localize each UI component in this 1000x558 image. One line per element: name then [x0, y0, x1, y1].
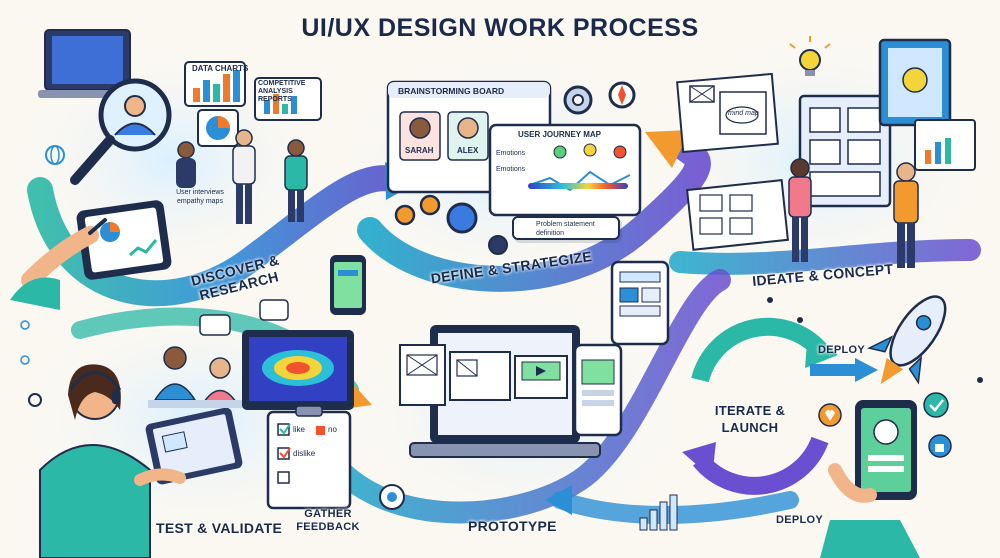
flow-path-5	[329, 269, 731, 524]
flow-arrowhead-6	[545, 485, 572, 515]
person-designer-2	[896, 162, 916, 182]
feedback-no: no	[328, 425, 337, 434]
stage-label-deploy-top: DEPLOY	[818, 344, 866, 356]
persona-sarah-name: SARAH	[405, 146, 434, 155]
persona-alex-avatar	[457, 117, 479, 139]
stage-label-deploy-bottom: DEPLOY	[776, 514, 824, 526]
person-researcher-3	[287, 139, 305, 157]
page-title: UI/UX DESIGN WORK PROCESS	[301, 14, 699, 42]
stage-label-feedback: GATHER FEEDBACK	[296, 508, 360, 533]
mind-map-label: mind map	[728, 110, 759, 117]
person-designer-1	[790, 158, 810, 178]
person-researcher-1	[177, 141, 195, 159]
cycle-arrowhead-2	[682, 442, 716, 478]
flow-arrowhead-2	[645, 130, 690, 168]
stage-label-prototype: PROTOTYPE	[468, 518, 557, 534]
flow-path-3	[669, 239, 981, 275]
problem-statement-card: Problem statement definition	[512, 216, 620, 240]
flow-path-1	[27, 165, 413, 307]
journey-emotions-label-2: Emotions	[496, 166, 526, 173]
cycle-arc-1	[691, 317, 827, 383]
brainstorming-board-title: BRAINSTORMING BOARD	[398, 86, 505, 96]
persona-alex-name: ALEX	[457, 146, 479, 155]
journey-map-frame	[488, 123, 642, 217]
persona-sarah-avatar	[409, 117, 431, 139]
person-participant-2	[209, 357, 231, 379]
journey-emotions-label-1: Emotions	[496, 150, 526, 157]
person-participant-1	[163, 346, 187, 370]
data-charts-label: DATA CHARTS	[192, 64, 249, 73]
journey-map-title: USER JOURNEY MAP	[518, 130, 601, 139]
laptop-display	[52, 36, 123, 84]
stage-label-test: TEST & VALIDATE	[156, 520, 283, 536]
feedback-dislike: dislike	[293, 449, 316, 458]
cycle-arrowhead-1	[805, 330, 838, 368]
speech-bubble-2	[259, 299, 289, 321]
person-researcher-2	[235, 129, 253, 147]
user-interviews-label: User interviews empathy maps	[176, 189, 224, 205]
lightbulb-icon	[799, 49, 821, 71]
headset-icon	[68, 371, 122, 391]
competitive-card	[254, 77, 322, 121]
competitive-analysis-label: COMPETITIVE ANALYSIS REPORTS	[258, 80, 306, 103]
cycle-arc-2	[693, 436, 829, 495]
sketch-sheet-2	[686, 179, 789, 251]
problem-statement-text: Problem statement definition	[536, 221, 595, 237]
check-icon	[279, 423, 291, 435]
prototype-laptop-base	[409, 442, 601, 458]
stage-label-iterate: ITERATE & LAUNCH	[714, 403, 786, 435]
feedback-like: like	[293, 425, 306, 434]
flow-path-2	[357, 132, 711, 292]
rocket-icon	[867, 295, 947, 385]
deploy-arrowhead-top	[855, 358, 878, 382]
mindmap-sheet	[719, 91, 767, 135]
person-tester	[39, 444, 151, 558]
speech-bubble-1	[199, 314, 231, 336]
